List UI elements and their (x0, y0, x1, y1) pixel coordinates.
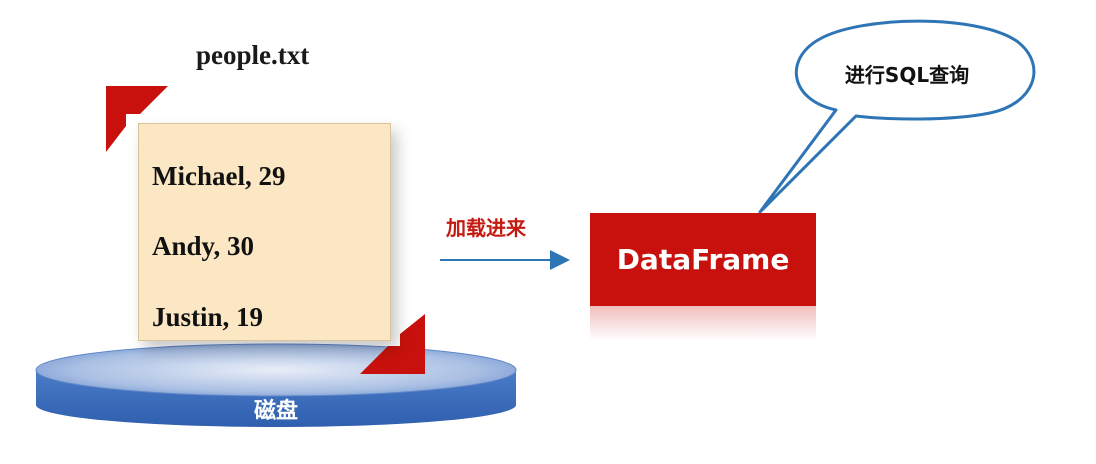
callout-bubble (758, 19, 1036, 214)
file-title: people.txt (196, 40, 310, 70)
note-corner-top-left (106, 86, 168, 152)
file-line-3: Justin, 19 (152, 302, 264, 332)
load-arrow-label: 加载进来 (446, 216, 526, 240)
file-line-1: Michael, 29 (152, 161, 286, 191)
file-note: Michael, 29 Andy, 30 Justin, 19 (138, 123, 391, 341)
file-line-2: Andy, 30 (152, 231, 255, 261)
note-corner-bottom-right (360, 314, 425, 374)
dataframe-reflection (590, 306, 816, 340)
disk-label: 磁盘 (253, 399, 298, 424)
dataframe-label: DataFrame (616, 243, 790, 276)
disk-top (35, 343, 517, 397)
callout-text: 进行SQL查询 (844, 63, 970, 87)
dataframe-box: DataFrame (590, 213, 816, 306)
